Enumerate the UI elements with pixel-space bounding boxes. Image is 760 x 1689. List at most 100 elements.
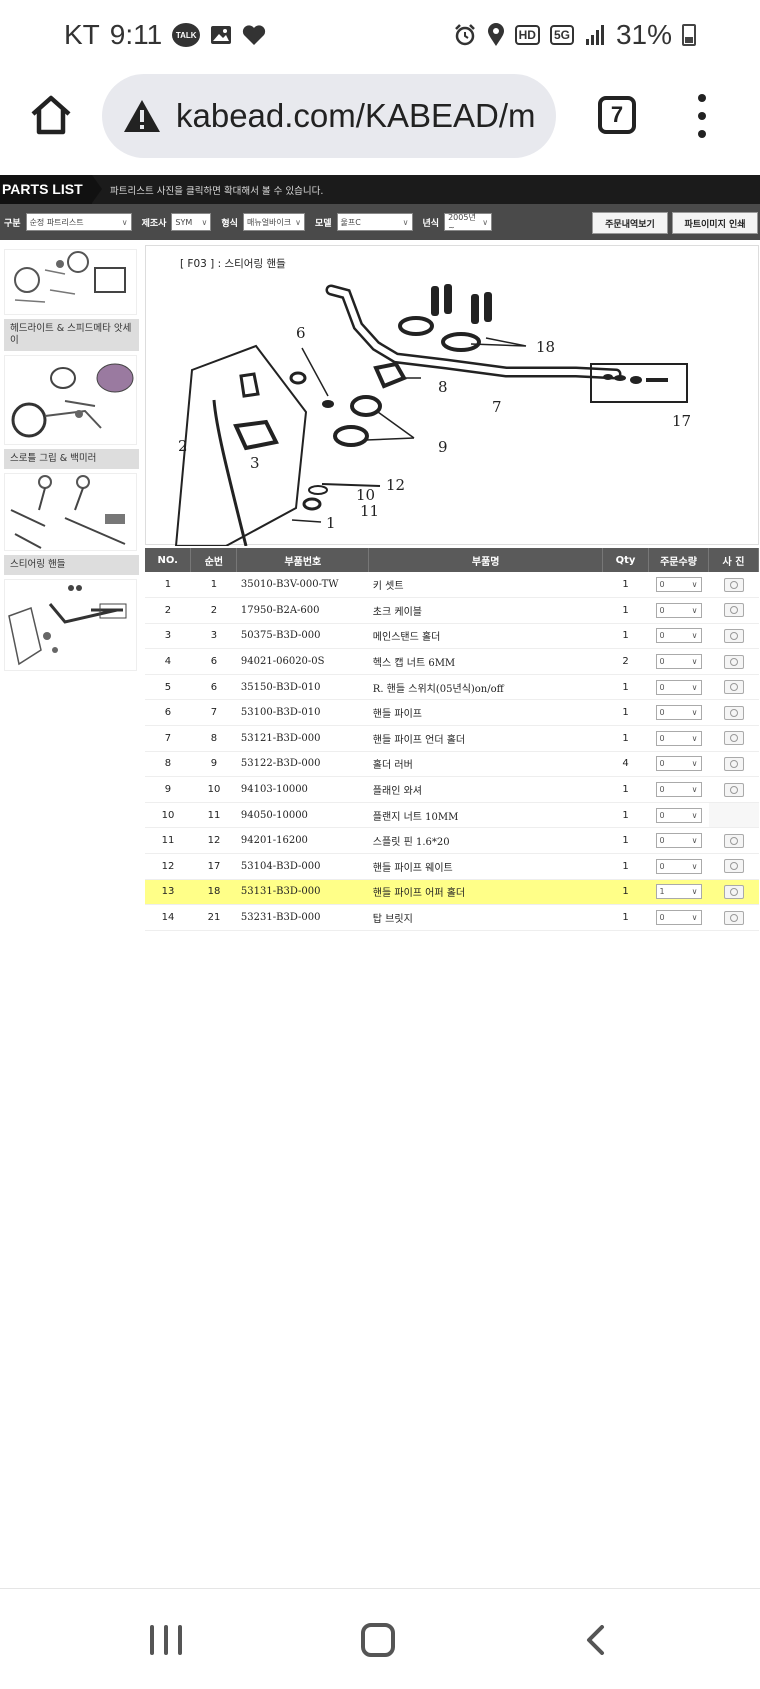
order-qty-select[interactable]: 0∨ (655, 730, 702, 746)
address-bar[interactable]: kabead.com/KABEAD/m (102, 74, 556, 158)
cell-seq: 21 (190, 904, 237, 931)
filter-select[interactable]: 울프C∨ (336, 213, 413, 231)
cell-seq: 11 (190, 802, 237, 829)
cell-part-number: 17950-B2A-600 (236, 597, 369, 624)
cell-order-qty: 0∨ (648, 853, 709, 880)
category-thumbnail-carburetor[interactable] (4, 249, 137, 315)
order-qty-select[interactable]: 0∨ (655, 807, 702, 823)
filter-select-value: 2005년~ (448, 213, 476, 232)
cell-photo (708, 597, 759, 624)
camera-icon[interactable] (723, 731, 744, 746)
cell-no: 7 (145, 725, 191, 752)
cell-part-name: 핸들 파이프 웨이트 (368, 853, 603, 880)
order-qty-select[interactable]: 0∨ (655, 858, 702, 874)
category-thumbnail-steering[interactable] (4, 579, 137, 671)
back-chevron-icon (587, 1625, 604, 1655)
order-qty-select[interactable]: 0∨ (655, 756, 702, 772)
camera-icon[interactable] (723, 705, 744, 720)
filter-select[interactable]: 2005년~ ∨ (444, 213, 493, 232)
cell-order-qty: 0∨ (648, 827, 709, 855)
table-header-row: NO. 순번 부품번호 부품명 Qty 주문수량 사 진 (145, 548, 759, 572)
category-throttle-grip[interactable]: 스로틀 그립 & 백미러 (4, 449, 139, 469)
cell-seq: 9 (190, 751, 237, 778)
order-qty-select[interactable]: 1∨ (655, 884, 702, 900)
order-qty-value: 0 (659, 759, 665, 769)
camera-icon[interactable] (723, 756, 744, 771)
chevron-down-icon: ∨ (691, 810, 698, 820)
order-qty-select[interactable]: 0∨ (655, 705, 702, 721)
recent-apps-button[interactable] (150, 1625, 182, 1655)
print-image-button[interactable]: 파트이미지 인쇄 (672, 212, 758, 234)
chevron-down-icon: ∨ (691, 913, 698, 923)
diagram-label: 6 (296, 324, 306, 342)
filter-select[interactable]: 순정 파트리스트∨ (25, 213, 132, 231)
cell-no: 9 (145, 776, 191, 803)
cell-qty: 1 (602, 827, 649, 855)
cell-part-name: 헥스 캡 너트 6MM (368, 648, 603, 675)
filter-select[interactable]: 매뉴얼바이크∨ (242, 213, 305, 231)
filter-label: 구분 (4, 218, 21, 229)
cell-order-qty: 0∨ (648, 572, 709, 599)
order-qty-select[interactable]: 0∨ (655, 782, 702, 798)
category-steering-handle[interactable]: 스티어링 핸들 (4, 555, 139, 575)
camera-icon[interactable] (723, 884, 744, 899)
chevron-down-icon: ∨ (691, 631, 698, 641)
camera-icon[interactable] (723, 910, 744, 925)
camera-icon[interactable] (723, 782, 744, 797)
col-seq: 순번 (190, 548, 238, 572)
cell-no: 13 (145, 879, 191, 906)
order-qty-select[interactable]: 0∨ (655, 577, 702, 593)
status-left: KT 9:11 TALK (64, 19, 266, 51)
overflow-menu-button[interactable] (696, 94, 708, 138)
filter-select-value: 울프C (340, 217, 361, 227)
heart-icon (242, 24, 266, 46)
order-qty-select[interactable]: 0∨ (655, 833, 702, 849)
cell-qty: 1 (602, 597, 649, 624)
camera-icon[interactable] (723, 577, 744, 592)
camera-icon[interactable] (723, 654, 744, 669)
kakaotalk-icon: TALK (172, 23, 201, 47)
order-qty-select[interactable]: 0∨ (655, 628, 702, 644)
cell-no: 1 (145, 572, 191, 599)
category-thumbnail-headlight[interactable] (4, 355, 137, 445)
cell-order-qty: 0∨ (648, 674, 709, 701)
parts-diagram[interactable]: [ F03 ] : 스티어링 핸들 (145, 245, 759, 546)
nav-back-button[interactable] (582, 1625, 612, 1655)
camera-icon[interactable] (723, 603, 744, 618)
cell-part-name: 핸들 파이프 어퍼 홀더 (368, 879, 603, 906)
order-qty-select[interactable]: 0∨ (655, 910, 702, 926)
cell-part-number: 53131-B3D-000 (236, 879, 369, 906)
category-headlight[interactable]: 헤드라이트 & 스피드메타 앗세이 (4, 319, 139, 351)
cell-photo (708, 623, 759, 650)
tab-switcher-button[interactable]: 7 (598, 96, 636, 134)
camera-icon[interactable] (723, 859, 744, 874)
chevron-down-icon: ∨ (691, 836, 698, 846)
camera-icon[interactable] (723, 833, 744, 848)
camera-icon[interactable] (723, 680, 744, 695)
diagram-title: [ F03 ] : 스티어링 핸들 (180, 258, 286, 270)
category-thumbnail-throttle[interactable] (4, 473, 137, 551)
camera-icon[interactable] (723, 628, 744, 643)
order-qty-select[interactable]: 0∨ (655, 654, 702, 670)
home-button[interactable] (28, 92, 74, 138)
cell-part-name: 초크 케이블 (368, 597, 603, 624)
cell-order-qty: 0∨ (648, 776, 709, 803)
cell-photo (708, 853, 759, 880)
filter-select-value: 순정 파트리스트 (29, 217, 84, 227)
cell-no: 6 (145, 699, 191, 727)
carrier-label: KT (64, 19, 100, 50)
order-qty-select[interactable]: 0∨ (655, 602, 702, 618)
cell-qty: 1 (602, 572, 649, 599)
warning-icon (124, 100, 160, 132)
chevron-down-icon: ∨ (482, 217, 489, 227)
cell-no: 8 (145, 751, 191, 778)
cell-part-number: 94201-16200 (236, 827, 369, 855)
filter-select[interactable]: SYM∨ (171, 213, 212, 231)
order-history-button[interactable]: 주문내역보기 (592, 212, 668, 234)
order-qty-select[interactable]: 0∨ (655, 679, 702, 695)
nav-home-button[interactable] (361, 1623, 395, 1657)
cell-part-number: 53121-B3D-000 (236, 725, 369, 752)
